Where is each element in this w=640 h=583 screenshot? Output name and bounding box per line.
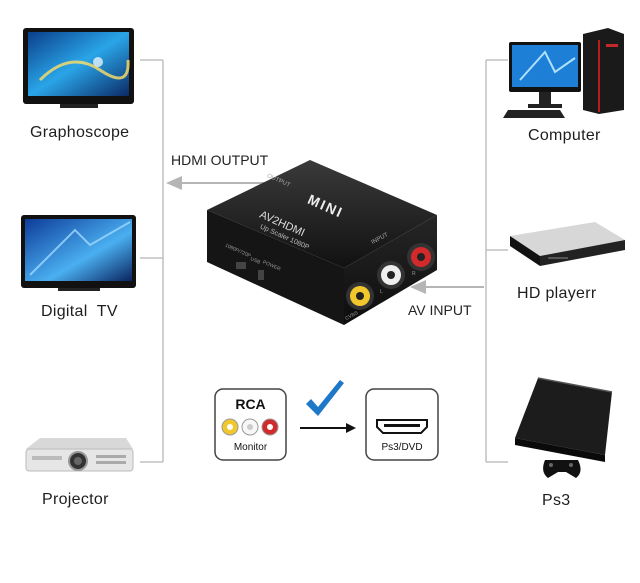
legend-arrow xyxy=(300,423,356,433)
ps3-icon xyxy=(515,377,613,478)
rca-legend-caption: Monitor xyxy=(233,442,268,453)
right-connector xyxy=(485,59,508,463)
hd-player-label: HD playerr xyxy=(517,285,597,302)
device-port-letter-l: L xyxy=(380,289,383,295)
check-icon xyxy=(306,380,344,416)
projector-icon xyxy=(25,438,134,472)
av-input-arrow xyxy=(410,280,484,294)
mode-switch xyxy=(258,270,264,280)
computer-icon xyxy=(503,28,624,118)
mini-converter-device xyxy=(207,160,437,325)
graphoscope-tv-icon xyxy=(23,28,134,108)
hdmi-legend-caption: Ps3/DVD xyxy=(381,442,423,453)
device-port-letter-r: R xyxy=(412,271,416,277)
computer-label: Computer xyxy=(528,127,601,144)
av-input-label: AV INPUT xyxy=(408,302,472,318)
digital-tv-label: Digital TV xyxy=(41,303,118,320)
rca-legend-box xyxy=(214,388,287,461)
graphoscope-label: Graphoscope xyxy=(30,124,130,141)
rca-yellow-jack xyxy=(346,282,374,310)
rca-legend-title: RCA xyxy=(235,396,266,412)
usb-port xyxy=(236,262,246,269)
ps3-label: Ps3 xyxy=(542,492,571,509)
hdmi-output-label: HDMI OUTPUT xyxy=(171,152,269,168)
rca-white-jack xyxy=(377,261,405,289)
left-connector xyxy=(140,59,164,463)
projector-label: Projector xyxy=(42,491,109,508)
hd-player-icon xyxy=(510,222,625,266)
rca-red-jack xyxy=(407,243,435,271)
hdmi-legend-box xyxy=(365,388,439,461)
digital-tv-icon xyxy=(21,215,136,291)
